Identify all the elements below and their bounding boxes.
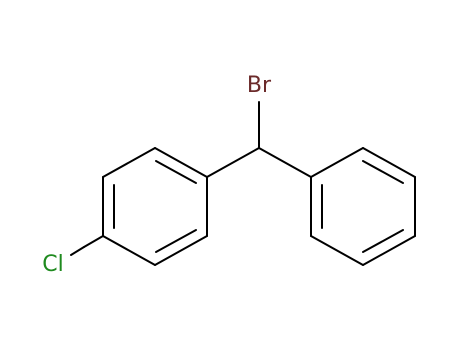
bromine-label: Br <box>247 73 272 98</box>
ring1-bond-3 <box>154 235 208 266</box>
ring2-inner-bond-1 <box>362 160 404 184</box>
ring2-bond-4 <box>362 235 416 266</box>
ring2-bond-2 <box>362 147 416 178</box>
bond-ring1-to-center <box>206 147 260 178</box>
chlorine-label: Cl <box>42 252 63 277</box>
ring2-bond-1 <box>310 147 364 178</box>
ring1-inner-bond-1 <box>155 160 197 184</box>
bond-ring1-to-chlorine-green <box>70 246 85 256</box>
ring1-bond-6 <box>102 147 156 178</box>
ring1-bond-4 <box>102 235 156 266</box>
ring1-inner-bond-2 <box>155 229 197 253</box>
chlorophenyl-ring <box>102 147 208 266</box>
bond-ring1-to-chlorine-black <box>83 235 104 248</box>
phenyl-ring <box>310 147 416 266</box>
ring2-bond-5 <box>310 235 364 266</box>
ring1-bond-1 <box>154 147 208 178</box>
ring2-inner-bond-2 <box>362 229 404 253</box>
bond-center-to-ring2 <box>258 147 312 178</box>
